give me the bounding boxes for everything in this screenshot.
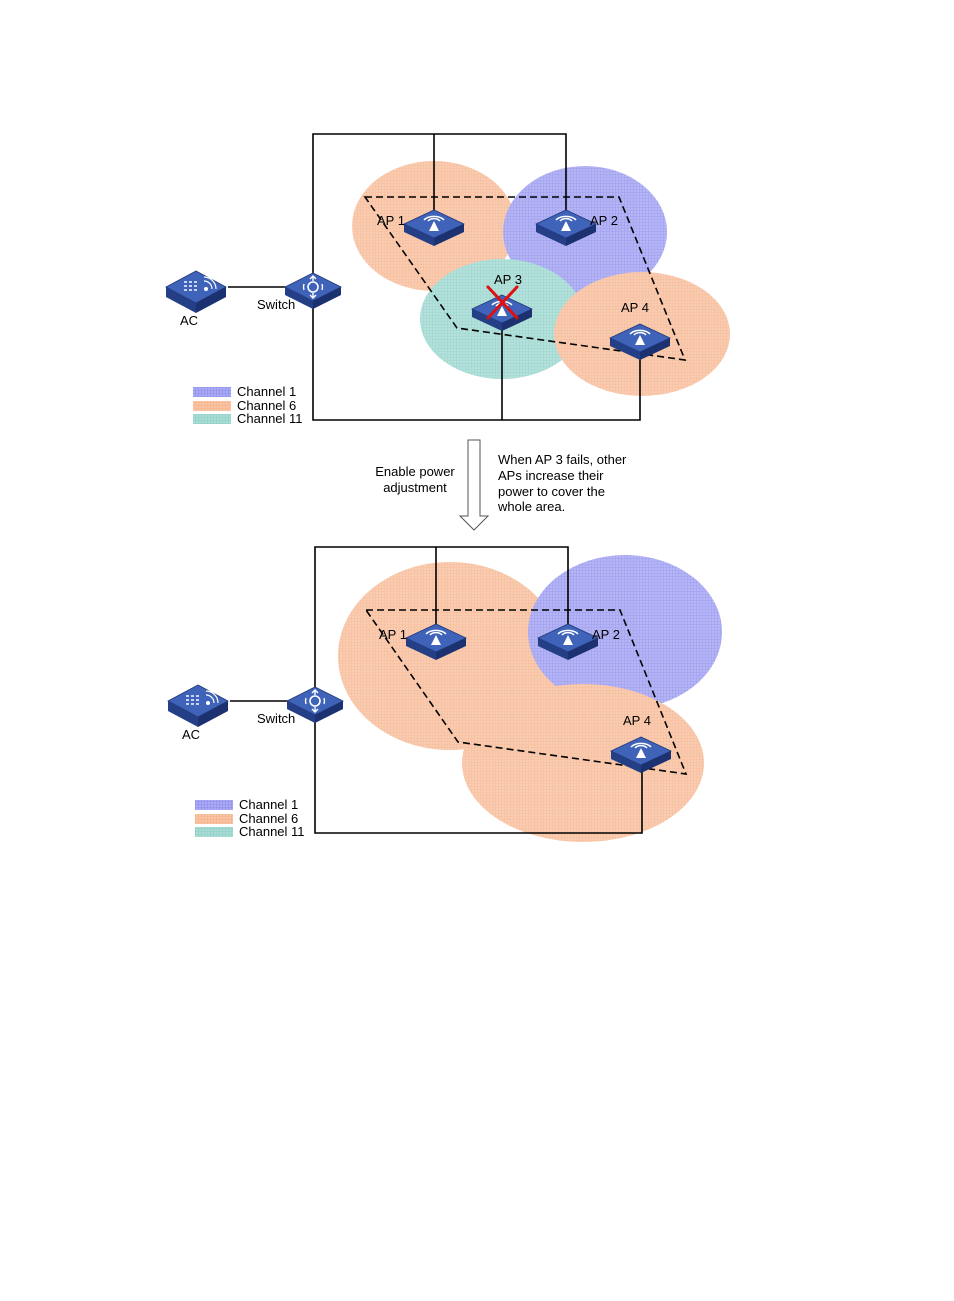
top-legend-label: Channel 6 — [237, 398, 296, 413]
top-legend-label: Channel 1 — [237, 384, 296, 399]
top-coverage-boundary — [363, 196, 687, 361]
bottom-legend-swatch-channel-6 — [195, 814, 233, 824]
bottom-switch-icon — [286, 686, 344, 724]
bottom-legend-label: Channel 11 — [239, 824, 305, 839]
transition-right-text: APs increase their — [498, 468, 604, 483]
top-legend-label: Channel 11 — [237, 411, 303, 426]
bottom-coverage-boundary — [364, 609, 688, 775]
bottom-legend-swatch-channel-1 — [195, 800, 233, 810]
bottom-legend-label: Channel 6 — [239, 811, 298, 826]
bottom-ap1-label: AP 1 — [379, 627, 407, 642]
bottom-ac-icon — [167, 684, 229, 728]
transition-right-text: whole area. — [497, 499, 565, 514]
top-legend-swatch-channel-6 — [193, 401, 231, 411]
top-diagram: AC Switch AP 1 AP 2 AP 3 AP 4 Channel 1 … — [165, 133, 730, 426]
transition-left-text: adjustment — [383, 480, 447, 495]
top-ac-icon — [165, 270, 227, 314]
bottom-switch-label: Switch — [257, 711, 295, 726]
top-ap2-label: AP 2 — [590, 213, 618, 228]
top-wiring — [228, 133, 641, 421]
top-ap1-label: AP 1 — [377, 213, 405, 228]
down-arrow-icon — [458, 439, 490, 531]
top-ac-label: AC — [180, 313, 198, 328]
bottom-wiring — [230, 546, 643, 834]
bottom-coverage-areas — [338, 555, 722, 842]
top-legend-swatch-channel-1 — [193, 387, 231, 397]
bottom-legend-swatch-channel-11 — [195, 827, 233, 837]
bottom-legend-label: Channel 1 — [239, 797, 298, 812]
transition-right-text: power to cover the — [498, 484, 605, 499]
bottom-ac-label: AC — [182, 727, 200, 742]
top-legend-swatch-channel-11 — [193, 414, 231, 424]
top-ap4-label: AP 4 — [621, 300, 649, 315]
top-ap3-label: AP 3 — [494, 272, 522, 287]
bottom-diagram: AC Switch AP 1 AP 2 AP 4 Channel 1 Chann… — [167, 546, 722, 842]
top-switch-label: Switch — [257, 297, 295, 312]
ap4-coverage-channel-6 — [462, 684, 704, 842]
transition-right-text: When AP 3 fails, other — [498, 452, 627, 467]
bottom-ap2-label: AP 2 — [592, 627, 620, 642]
transition: Enable power adjustment When AP 3 fails,… — [375, 439, 627, 531]
bottom-legend: Channel 1 Channel 6 Channel 11 — [195, 797, 305, 839]
ap2-coverage-channel-1 — [528, 555, 722, 709]
top-legend: Channel 1 Channel 6 Channel 11 — [193, 384, 303, 426]
bottom-ap4-label: AP 4 — [623, 713, 651, 728]
transition-left-text: Enable power — [375, 464, 455, 479]
top-ap3-failure-x-mark-icon — [486, 285, 519, 320]
